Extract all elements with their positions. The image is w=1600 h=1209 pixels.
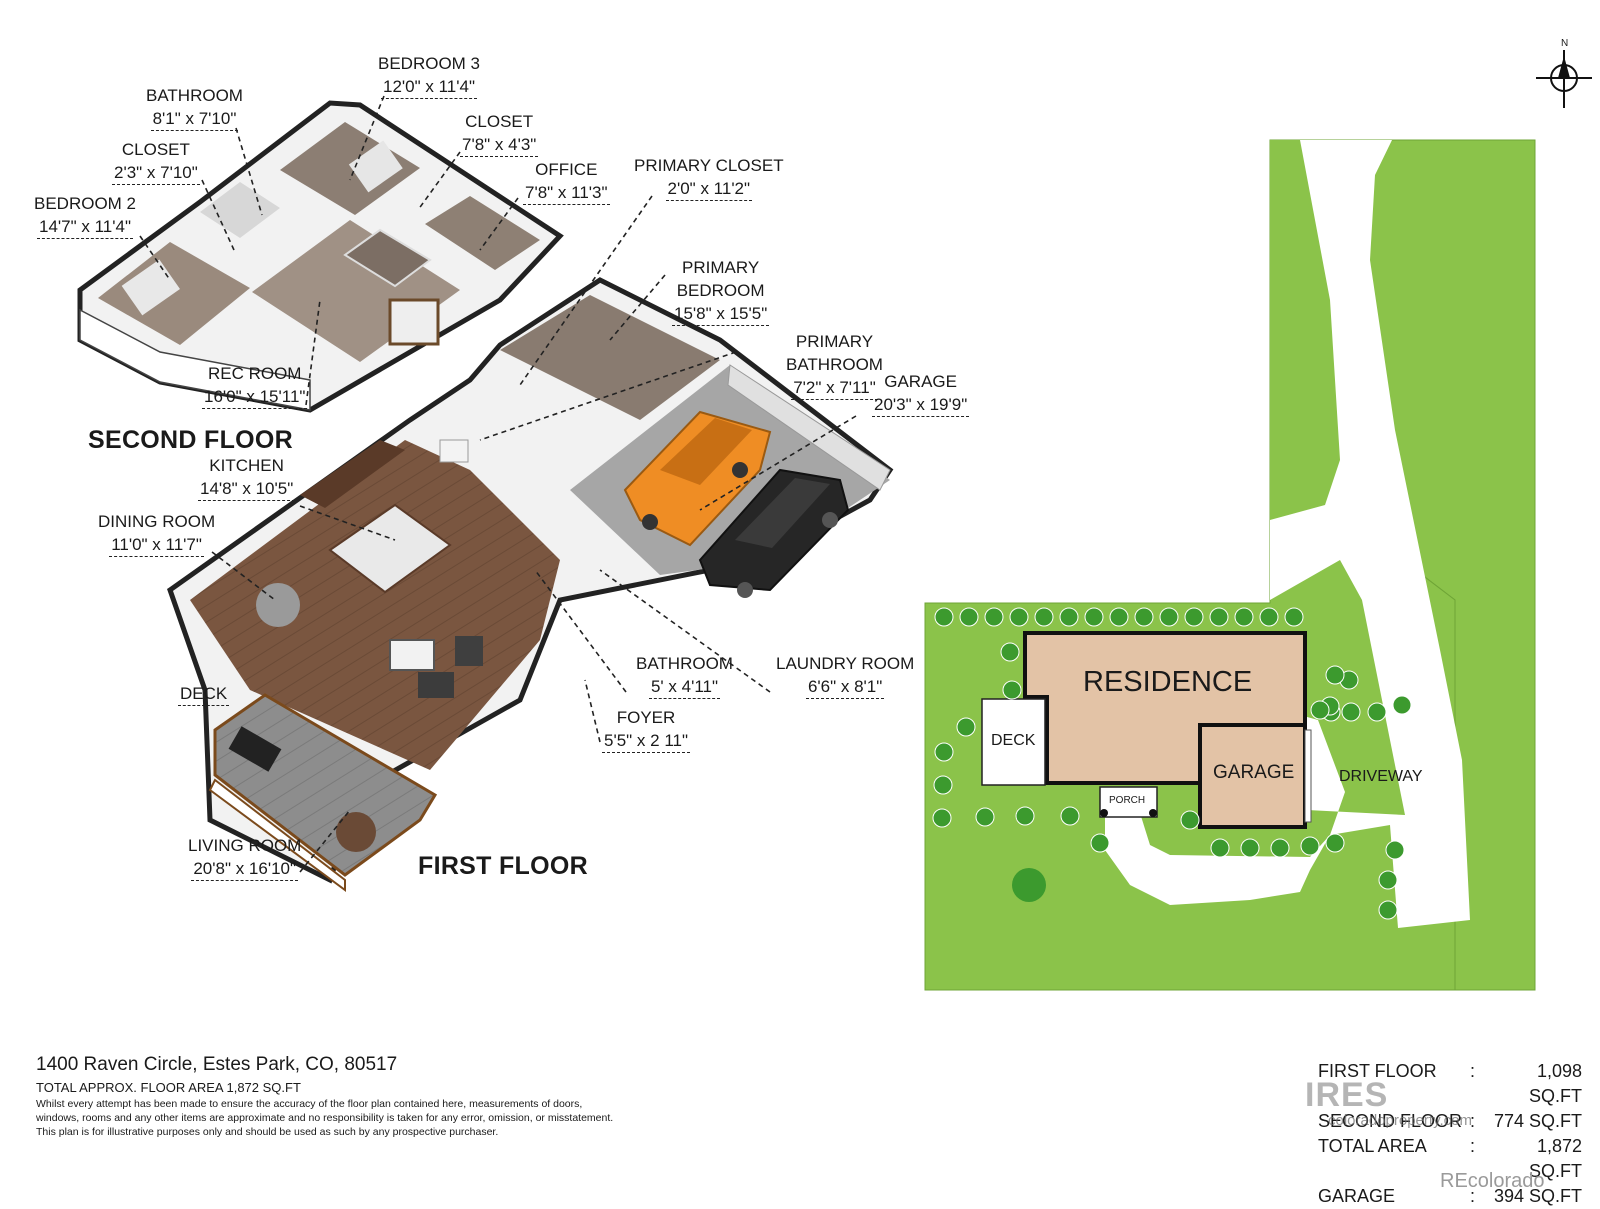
tree-icon [932,808,952,828]
second-floor-model [77,100,564,413]
compass-north-label: N [1561,38,1569,49]
tree-icon [1059,607,1079,627]
site-driveway-label: DRIVEWAY [1339,768,1423,785]
tree-icon [1284,607,1304,627]
property-address: 1400 Raven Circle, Estes Park, CO, 80517 [36,1054,398,1075]
total-floor-area: TOTAL APPROX. FLOOR AREA 1,872 SQ.FT [36,1080,301,1095]
tree-icon [1325,833,1345,853]
tree-icon [1259,607,1279,627]
site-garage-label: GARAGE [1213,762,1295,783]
ires-watermark-logo: IRES [1305,1076,1389,1114]
tree-icon [934,607,954,627]
first-floor-model [167,277,894,892]
tree-icon [1234,607,1254,627]
site-porch-label: PORCH [1109,795,1146,806]
driveway [1105,140,1470,928]
office-floor [425,196,540,270]
tree-icon [1002,680,1022,700]
tree-icon [1159,607,1179,627]
site-residence-label: RESIDENCE [1083,666,1253,698]
area-row-second-floor: SECOND FLOOR:774 SQ.FT [1318,1111,1582,1131]
site-plan [924,50,1592,991]
site-trees [932,607,1412,920]
tree-icon [1300,836,1320,856]
disclaimer: Whilst every attempt has been made to en… [36,1098,614,1138]
label-deck: DECK [178,682,230,706]
tree-icon [975,807,995,827]
area-summary-table: FIRST FLOOR:1,098 SQ.FT SECOND FLOOR:774… [1318,1059,1582,1209]
tree-icon [1109,607,1129,627]
garage-wall [727,364,891,491]
tree-icon [1392,695,1412,715]
tree-icon [1341,702,1361,722]
leader-lines [139,95,857,873]
second-floor-title: SECOND FLOOR [88,426,293,454]
site-deck-label: DECK [991,732,1036,749]
site-porch [1099,786,1158,818]
first-floor-title: FIRST FLOOR [418,852,588,880]
tree-icon [1325,665,1345,685]
kitchen-island [328,503,452,594]
deck-floor [213,693,438,877]
primary-bedroom-floor [500,295,720,420]
site-deck [981,698,1046,786]
tree-icon [933,775,953,795]
tree-icon [1009,607,1029,627]
driveway-left-lawn-cut [1270,140,1340,520]
bedroom2-floor [98,242,250,345]
site-garage-footprint [1198,723,1307,829]
tree-icon [1240,838,1260,858]
tree-icon [1015,806,1035,826]
tree-icon [1180,810,1200,830]
tree-icon [1270,838,1290,858]
tree-icon [1385,840,1405,860]
tree-icon [934,742,954,762]
tree-icon [1378,870,1398,890]
recolorado-credit: REcolorado [1440,1170,1545,1192]
tree-icon [1184,607,1204,627]
tree-icon [1090,833,1110,853]
area-row-total: TOTAL AREA:1,872 SQ.FT [1318,1136,1582,1181]
orange-car [623,410,772,547]
ires-watermark-url: coloradoproperty.com [1328,1112,1472,1129]
bathroom2-floor [200,182,280,238]
black-car [698,468,850,598]
bedroom3-floor [280,122,420,215]
tree-icon [1378,900,1398,920]
area-row-first-floor: FIRST FLOOR:1,098 SQ.FT [1318,1061,1582,1106]
tree-icon [1210,838,1230,858]
tree-icon [1084,607,1104,627]
north-compass [1536,50,1592,108]
tree-icon [1310,700,1330,720]
tree-icon [959,607,979,627]
tree-icon [1000,642,1020,662]
tree-icon [1134,607,1154,627]
tree-icon [956,717,976,737]
tree-icon [1034,607,1054,627]
tree-icon [1060,806,1080,826]
tree-icon [984,607,1004,627]
living-kitchen-floor [190,440,560,770]
large-tree-icon [1012,868,1046,902]
tree-icon [1367,702,1387,722]
tree-icon [1209,607,1229,627]
